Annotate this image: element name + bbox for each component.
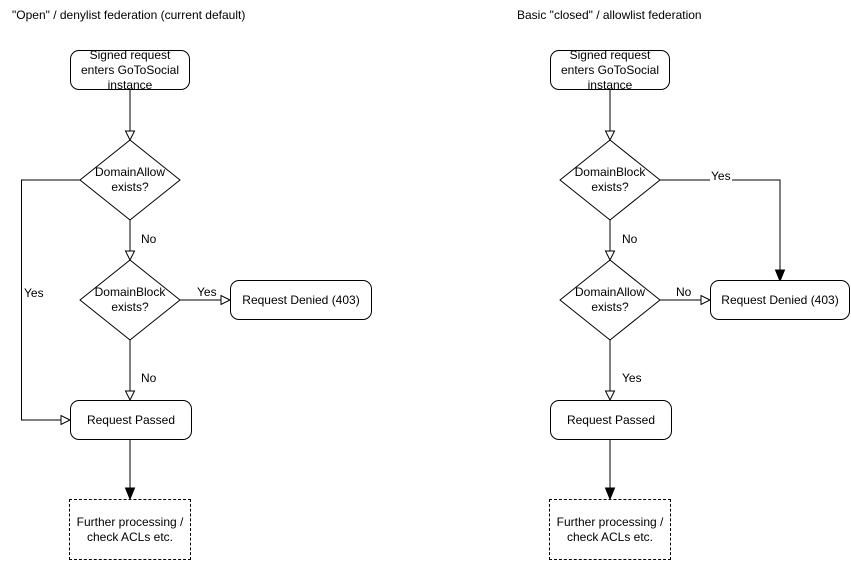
diagram-title-closed-allowlist: Basic "closed" / allowlist federation (517, 8, 702, 22)
arrowhead-icon (604, 390, 616, 402)
decision-label-left-domainblock: DomainBlock exists? (94, 285, 166, 314)
edge-label-right-allow-yes: Yes (621, 371, 643, 385)
decision-diamond-right-block (559, 139, 661, 221)
decision-diamond-left-allow (79, 139, 181, 221)
arrowhead-icon (124, 390, 136, 402)
arrowhead-icon (700, 294, 712, 306)
arrowhead-icon (60, 414, 72, 426)
arrowhead-filled-icon (124, 487, 136, 501)
diagram-title-open-denylist: "Open" / denylist federation (current de… (12, 8, 246, 22)
edge-label-right-block-yes: Yes (710, 169, 732, 183)
node-start-right: Signed request enters GoToSocial instanc… (550, 48, 670, 92)
decision-label-right-domainallow: DomainAllow exists? (574, 285, 646, 314)
node-passed-left: Request Passed (70, 400, 192, 440)
decision-diamond-right-allow (559, 259, 661, 341)
arrowhead-icon (604, 250, 616, 262)
arrowhead-filled-icon (774, 269, 786, 283)
node-passed-right: Request Passed (550, 400, 672, 440)
node-further-right: Further processing / check ACLs etc. (549, 499, 671, 560)
edge-label-right-block-no: No (621, 232, 639, 246)
arrowhead-filled-icon (604, 487, 616, 501)
arrowhead-icon (124, 130, 136, 142)
node-start-left: Signed request enters GoToSocial instanc… (70, 48, 190, 92)
edge-label-left-allow-yes: Yes (23, 286, 45, 300)
decision-label-left-domainallow: DomainAllow exists? (94, 165, 166, 194)
edge-left-allow-yes-to-passed (21, 179, 80, 421)
arrowhead-icon (604, 130, 616, 142)
edge-label-left-block-yes: Yes (196, 285, 218, 299)
edge-right-block-yes-to-denied (660, 179, 781, 270)
arrowhead-icon (220, 294, 232, 306)
decision-label-right-domainblock: DomainBlock exists? (574, 165, 646, 194)
node-denied-left: Request Denied (403) (230, 280, 372, 320)
arrowhead-icon (124, 250, 136, 262)
node-further-left: Further processing / check ACLs etc. (69, 499, 191, 560)
edge-label-right-allow-no: No (675, 285, 693, 299)
edge-label-left-allow-no: No (140, 232, 158, 246)
decision-diamond-left-block (79, 259, 181, 341)
node-denied-right: Request Denied (403) (710, 280, 850, 320)
edge-label-left-block-no: No (140, 371, 158, 385)
